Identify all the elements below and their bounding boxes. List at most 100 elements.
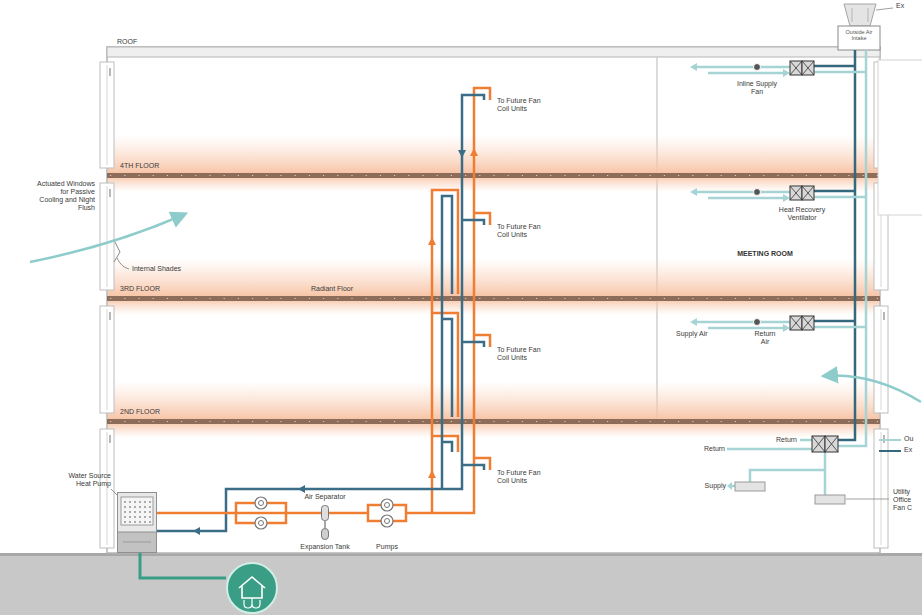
floor-slabs: [107, 135, 880, 438]
heat-pump-icon-part: [149, 521, 151, 523]
level-label: ROOF: [117, 38, 137, 46]
duct-label: Return: [704, 445, 725, 453]
heat-recovery-ducts-part: [690, 61, 866, 77]
windows-part: [874, 306, 888, 413]
floor-slabs-part: [107, 173, 880, 178]
windows-part: [881, 432, 882, 545]
equipment-label: Expansion Tank: [300, 543, 349, 551]
heat-recovery-ducts-part-part: [754, 64, 761, 71]
heat-pump-icon-part: [124, 506, 126, 508]
roof-intake-part: [844, 4, 876, 26]
duct-label: Return Air: [750, 330, 780, 346]
expansion-tank: Expansion Tank: [321, 528, 329, 540]
hydronic-piping-part: [458, 150, 466, 158]
hydronic-piping-part: [412, 88, 490, 513]
floor-slabs-part: [108, 381, 879, 419]
floor-slabs-part: [108, 258, 879, 296]
heat-recovery-ducts-part-part: [802, 61, 814, 75]
windows-part: [107, 432, 108, 545]
pipe-connector: [157, 512, 321, 515]
leader-lines-part: [117, 258, 129, 269]
heat-recovery-ducts-part-part: [783, 69, 790, 77]
heat-pump-icon-part: [134, 521, 136, 523]
heat-recovery-ducts-part-part: [814, 320, 855, 323]
windows-part: [100, 183, 114, 290]
heat-pump-icon-part: [124, 521, 126, 523]
ground: [0, 553, 922, 615]
hydronic-piping-part: [428, 237, 436, 245]
pump-pair-icon-part: [381, 515, 393, 527]
heat-recovery-ducts-part-part: [708, 72, 784, 75]
heat-pump-icon-part: [144, 516, 146, 518]
ground-loop-part: [244, 598, 260, 608]
heat-recovery-ducts-part-part: [783, 194, 790, 202]
ground-floor-ducts: [727, 436, 901, 504]
pipe-note: To Future Fan Coil Units: [497, 469, 549, 485]
ground-floor-ducts-part: [879, 450, 901, 452]
heat-recovery-ducts-part-part: [790, 316, 802, 330]
air-separator: Air Separator: [321, 505, 329, 521]
hydronic-piping-part: [298, 485, 305, 493]
heat-recovery-ducts-part-part: [790, 186, 802, 200]
floor-slabs-part: [107, 296, 880, 301]
pipe-connector: [324, 521, 326, 528]
room-label: MEETING ROOM: [737, 250, 793, 258]
level-label: 3RD FLOOR: [120, 285, 160, 293]
building-shell-part: [656, 57, 658, 419]
ground-floor-ducts-part: [879, 439, 901, 441]
heat-pump-icon-part: [124, 516, 126, 518]
windows-part: [109, 189, 110, 197]
heat-recovery-ducts-part: [690, 186, 866, 202]
hydronic-piping-part: [462, 220, 484, 470]
heat-pump-icon-part: [129, 521, 131, 523]
duct-risers: [838, 50, 866, 446]
air-separator-icon: [321, 505, 329, 521]
pipe-note: To Future Fan Coil Units: [497, 346, 549, 362]
heat-pump-icon-part: [144, 506, 146, 508]
windows-part: [881, 309, 882, 410]
floor-slabs-part: [108, 135, 879, 173]
pipe-note: To Future Fan Coil Units: [497, 223, 549, 239]
floor-slabs-part: [107, 419, 880, 424]
ground-floor-ducts-part: [727, 482, 732, 490]
floor-slabs-part: [108, 178, 879, 192]
ground-floor-ducts-part: [727, 448, 812, 451]
pipe-connector: [329, 512, 362, 515]
airflow-arrows-part: [824, 376, 921, 402]
air-separator-icon-part: [322, 506, 329, 521]
windows-part: [109, 435, 110, 443]
pump-pair-icon-part: [385, 503, 390, 508]
pump-pair-part: [259, 521, 264, 526]
heat-pump-icon-part: [134, 501, 136, 503]
ground-loop-part: [140, 553, 226, 578]
level-label: 4TH FLOOR: [120, 162, 159, 170]
heat-recovery-ducts-part-part: [708, 327, 784, 330]
heat-recovery-ducts-part-part: [790, 61, 802, 75]
pump-pair-part: [255, 517, 267, 529]
callout-text: Ex: [896, 2, 904, 10]
duct-label: Supply: [705, 482, 726, 490]
heat-pump-icon-part: [129, 506, 131, 508]
heat-recovery-ducts-part-part: [696, 191, 790, 194]
heat-recovery-ducts-part-part: [802, 316, 814, 330]
heat-pump-icon-part: [123, 542, 151, 543]
heat-pump-icon-part: [134, 506, 136, 508]
equipment-label: Air Separator: [303, 493, 346, 501]
equipment-label: Utility Office Fan C: [893, 488, 921, 512]
windows-part: [100, 62, 114, 168]
heat-recovery-ducts-part: [690, 316, 866, 332]
floor-slabs-part: [108, 301, 879, 315]
duct-label: Ex: [904, 446, 912, 454]
heat-pump-icon-part: [149, 501, 151, 503]
heat-pump-icon-part: [149, 511, 151, 513]
level-label: 2ND FLOOR: [120, 408, 160, 416]
equipment-label: Water Source Heat Pump: [61, 472, 111, 488]
ground-part: [0, 553, 922, 615]
hydronic-piping: [157, 88, 490, 535]
heat-recovery-ducts-part-part: [814, 326, 866, 329]
duct-label: Ou: [904, 435, 913, 443]
windows-part: [109, 68, 110, 76]
expansion-tank-icon: [321, 528, 329, 540]
heat-recovery-ducts-part-part: [814, 71, 866, 74]
expansion-tank-icon-part: [322, 529, 329, 540]
